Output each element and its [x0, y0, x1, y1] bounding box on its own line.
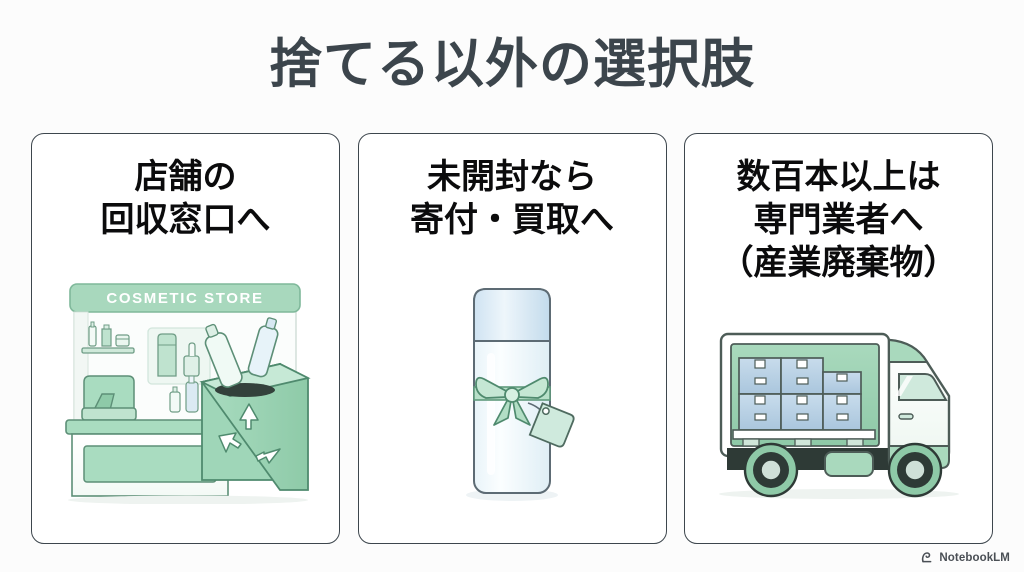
- notebooklm-label: NotebookLM: [939, 551, 1010, 564]
- notebooklm-watermark: NotebookLM: [921, 551, 1010, 564]
- notebooklm-icon: [921, 551, 934, 564]
- card-title: 店舗の 回収窓口へ: [100, 158, 271, 239]
- card-title: 数百本以上は 専門業者へ （産業廃棄物）: [719, 158, 958, 282]
- card-store-recycling[interactable]: 店舗の 回収窓口へ COSMETIC STORE: [31, 133, 340, 544]
- delivery-truck-illustration: [685, 284, 992, 543]
- cards-row: 店舗の 回収窓口へ COSMETIC STORE: [31, 133, 993, 544]
- page-title: 捨てる以外の選択肢: [269, 35, 755, 94]
- cosmetic-store-recycling-illustration: COSMETIC STORE: [32, 242, 339, 543]
- store-sign-text: COSMETIC STORE: [106, 290, 263, 307]
- card-title: 未開封なら 寄付・買取へ: [410, 158, 614, 239]
- gift-wrapped-bottle-illustration: [359, 242, 666, 543]
- card-industrial-waste[interactable]: 数百本以上は 専門業者へ （産業廃棄物）: [684, 133, 993, 544]
- card-donate-resale[interactable]: 未開封なら 寄付・買取へ: [357, 133, 667, 544]
